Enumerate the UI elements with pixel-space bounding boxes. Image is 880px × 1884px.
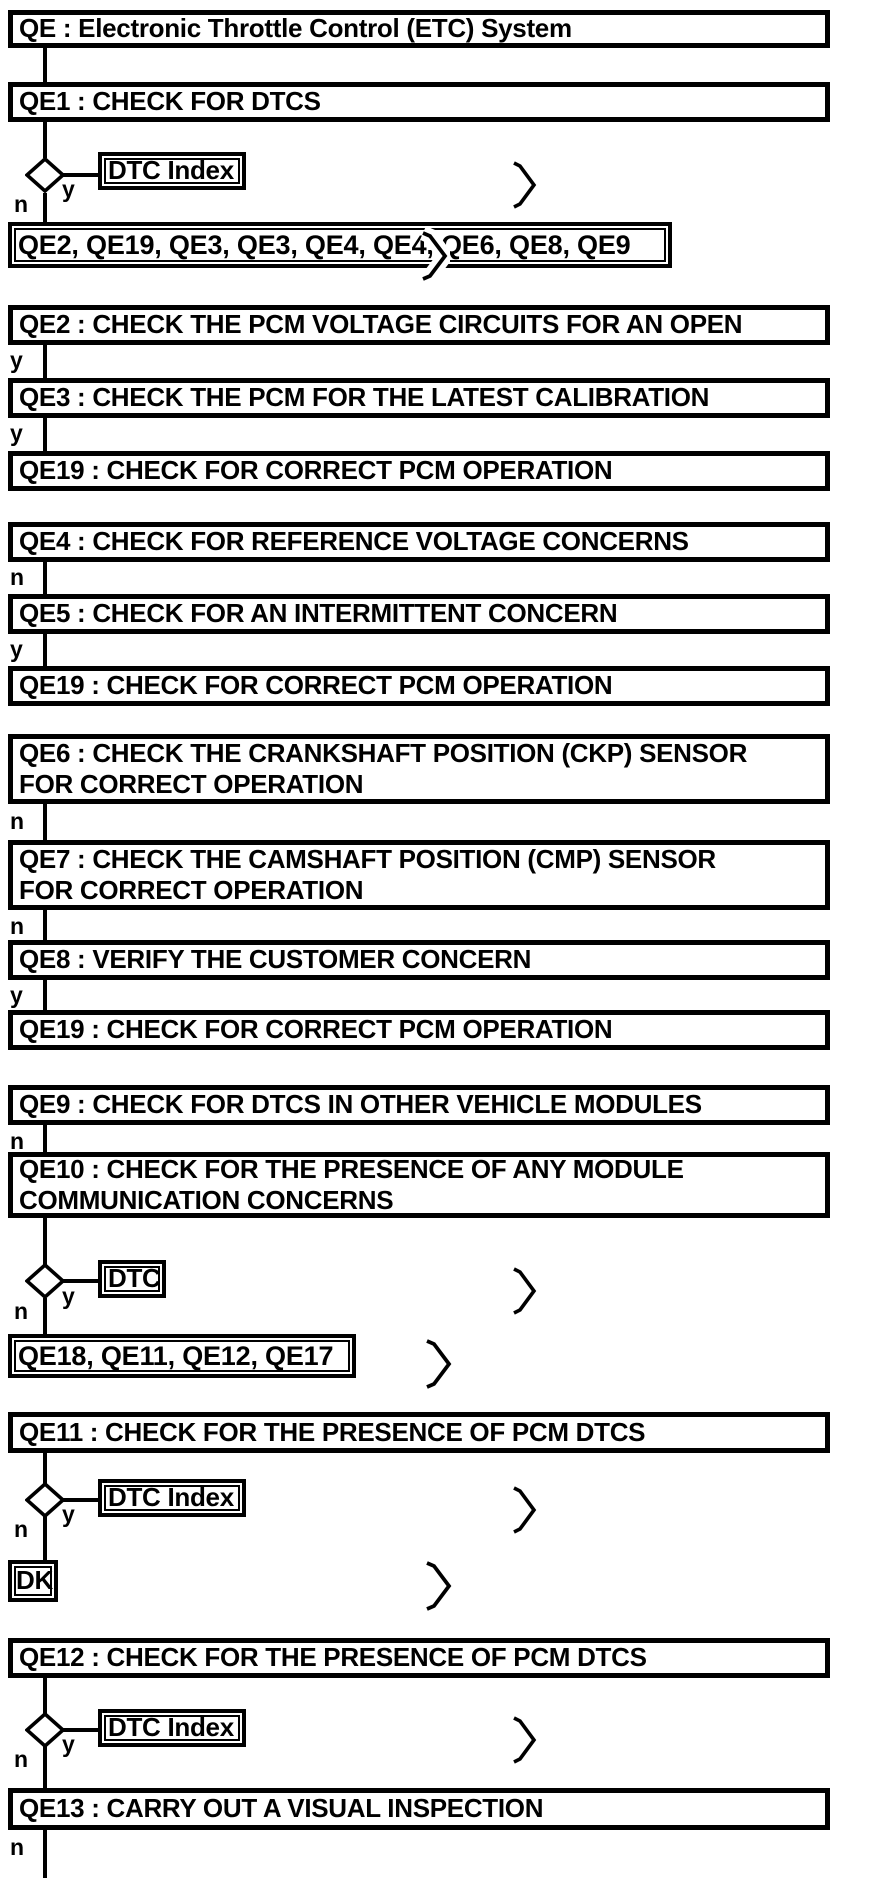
connector-line — [43, 634, 47, 668]
ref-box-dtc-index-2[interactable]: DTC Index — [98, 1479, 246, 1517]
branch-label-no: n — [10, 913, 25, 939]
step-box-qe9[interactable]: QE9 : CHECK FOR DTCS IN OTHER VEHICLE MO… — [8, 1085, 830, 1125]
continue-chevron-overlay-icon — [420, 228, 450, 284]
branch-label-no: n — [14, 1516, 29, 1542]
connector-line — [61, 1498, 100, 1502]
connector-line — [43, 1125, 47, 1154]
list-box-module-results[interactable]: QE18, QE11, QE12, QE17 — [8, 1334, 356, 1378]
step-box-qe11[interactable]: QE11 : CHECK FOR THE PRESENCE OF PCM DTC… — [8, 1412, 830, 1453]
step-box-qe5[interactable]: QE5 : CHECK FOR AN INTERMITTENT CONCERN — [8, 594, 830, 634]
connector-line — [43, 193, 47, 224]
continue-chevron-icon — [424, 1558, 454, 1614]
branch-label-no: n — [10, 564, 25, 590]
continue-chevron-icon — [513, 1716, 537, 1764]
step-box-qe19-b[interactable]: QE19 : CHECK FOR CORRECT PCM OPERATION — [8, 666, 830, 706]
continue-chevron-icon — [424, 1336, 454, 1392]
connector-line — [43, 1516, 47, 1560]
step-box-qe2[interactable]: QE2 : CHECK THE PCM VOLTAGE CIRCUITS FOR… — [8, 305, 830, 345]
branch-label-yes: y — [62, 1731, 75, 1757]
branch-label-yes: y — [10, 636, 23, 662]
step-box-qe7[interactable]: QE7 : CHECK THE CAMSHAFT POSITION (CMP) … — [8, 840, 830, 910]
step-box-qe3[interactable]: QE3 : CHECK THE PCM FOR THE LATEST CALIB… — [8, 378, 830, 418]
continue-chevron-icon — [513, 1486, 537, 1534]
step-box-qe10[interactable]: QE10 : CHECK FOR THE PRESENCE OF ANY MOD… — [8, 1152, 830, 1218]
decision-diamond-icon — [25, 1263, 65, 1299]
connector-line — [43, 1678, 47, 1714]
connector-line — [43, 418, 47, 453]
branch-label-no: n — [14, 1746, 29, 1772]
continue-chevron-icon — [513, 161, 537, 209]
step-box-qe1[interactable]: QE1 : CHECK FOR DTCS — [8, 82, 830, 122]
connector-line — [43, 48, 47, 82]
step-box-qe13[interactable]: QE13 : CARRY OUT A VISUAL INSPECTION — [8, 1788, 830, 1830]
branch-label-yes: y — [62, 1501, 75, 1527]
connector-line — [43, 562, 47, 596]
branch-label-no: n — [10, 1834, 25, 1860]
connector-line — [61, 1728, 100, 1732]
connector-line — [43, 345, 47, 380]
connector-line — [43, 910, 47, 942]
connector-line — [43, 804, 47, 842]
connector-line — [43, 1298, 47, 1336]
list-box-dtc-results[interactable]: QE2, QE19, QE3, QE3, QE4, QE4, QE6, QE8,… — [8, 222, 672, 268]
step-box-qe12[interactable]: QE12 : CHECK FOR THE PRESENCE OF PCM DTC… — [8, 1638, 830, 1678]
branch-label-yes: y — [10, 347, 23, 373]
connector-line — [61, 1279, 100, 1283]
connector-line — [43, 1218, 47, 1265]
step-box-qe19-c[interactable]: QE19 : CHECK FOR CORRECT PCM OPERATION — [8, 1010, 830, 1050]
decision-diamond-icon — [25, 1712, 65, 1748]
branch-label-yes: y — [62, 176, 75, 202]
connector-line — [43, 1746, 47, 1788]
branch-label-yes: y — [10, 982, 23, 1008]
ref-box-dk[interactable]: DK — [8, 1560, 58, 1602]
ref-box-dtc[interactable]: DTC — [98, 1260, 166, 1298]
branch-label-yes: y — [10, 420, 23, 446]
step-box-qe6[interactable]: QE6 : CHECK THE CRANKSHAFT POSITION (CKP… — [8, 734, 830, 804]
branch-label-no: n — [10, 1128, 25, 1154]
branch-label-no: n — [14, 1298, 29, 1324]
step-box-qe8[interactable]: QE8 : VERIFY THE CUSTOMER CONCERN — [8, 940, 830, 980]
decision-diamond-icon — [25, 1482, 65, 1518]
ref-box-dtc-index-3[interactable]: DTC Index — [98, 1709, 246, 1747]
branch-label-no: n — [14, 191, 29, 217]
step-box-qe19-a[interactable]: QE19 : CHECK FOR CORRECT PCM OPERATION — [8, 451, 830, 491]
connector-line — [43, 980, 47, 1012]
connector-line — [43, 122, 47, 158]
branch-label-no: n — [10, 808, 25, 834]
continue-chevron-icon — [513, 1267, 537, 1315]
connector-line — [61, 173, 100, 177]
flowchart-title-box: QE : Electronic Throttle Control (ETC) S… — [8, 10, 830, 48]
ref-box-dtc-index-1[interactable]: DTC Index — [98, 152, 246, 190]
connector-line — [43, 1830, 47, 1878]
decision-diamond-icon — [25, 157, 65, 193]
branch-label-yes: y — [62, 1283, 75, 1309]
connector-line — [43, 1453, 47, 1484]
step-box-qe4[interactable]: QE4 : CHECK FOR REFERENCE VOLTAGE CONCER… — [8, 522, 830, 562]
